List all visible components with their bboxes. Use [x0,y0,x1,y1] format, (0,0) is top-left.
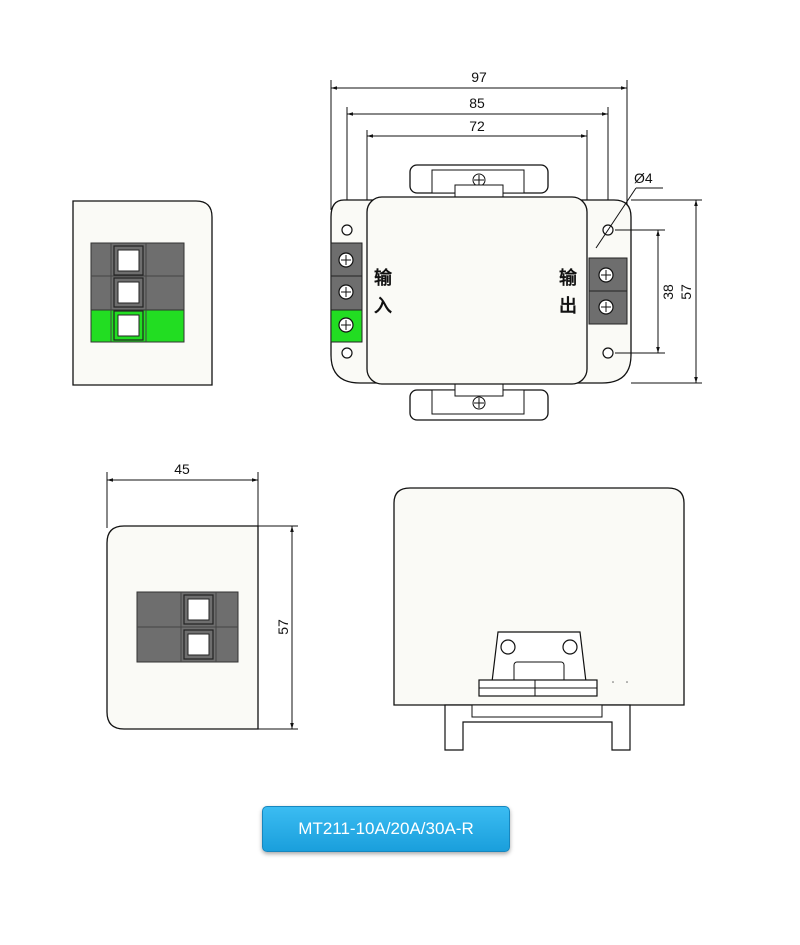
housing-body [366,196,588,385]
front-view [393,487,685,751]
din-clip-top [409,164,549,201]
label-output-2: 出 [559,295,577,317]
bracket-hole [562,639,578,655]
top-view: 97 85 72 [330,69,702,421]
mounting-hole [341,347,353,359]
label-input-2: 入 [374,296,392,317]
front-view-outline [393,487,685,706]
dim-width-body: 72 [469,118,485,134]
terminal-slot [113,245,144,276]
terminal-slot [113,277,144,308]
terminal-slot [183,594,214,625]
dim-width-overall: 97 [471,69,487,85]
input-terminal-block [330,242,363,343]
dim-side-height: 57 [275,619,291,635]
dim-hole-diameter: Ø4 [634,170,653,186]
dim-width-holes: 85 [469,95,485,111]
side-view: 45 57 [106,461,298,730]
mounting-hole [602,347,614,359]
label-input-1: 输 [374,267,393,289]
terminal-slot [183,629,214,660]
output-terminal-block [588,257,628,325]
end-view [72,200,213,386]
label-output-1: 输 [559,267,578,289]
bracket-hole [500,639,516,655]
dim-height-overall: 57 [678,284,694,300]
terminal-slot [113,310,144,341]
dim-height-holes: 38 [660,284,676,300]
model-name-badge: MT211-10A/20A/30A-R [262,806,510,852]
mounting-hole [341,224,353,236]
din-clip-bottom [409,383,549,421]
dim-side-width: 45 [174,461,190,477]
